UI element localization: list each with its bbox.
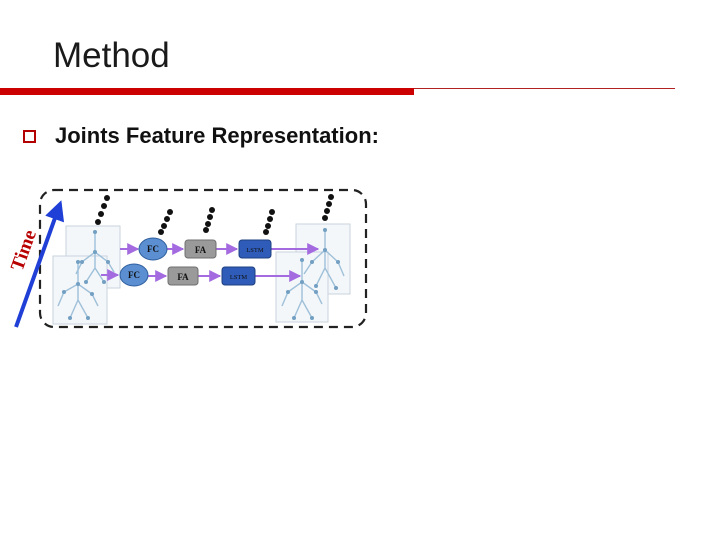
row-2-fc-label: FC [128,270,140,280]
slide-title: Method [53,36,170,75]
title-underline-red [0,88,414,95]
bullet-text: Joints Feature Representation: [55,123,379,148]
time-arrow [14,200,65,328]
row-1-lstm-node [238,239,272,259]
row-1-fc-node [138,237,168,261]
row-1-fa-node [184,239,217,259]
title-underline-thin [414,88,675,89]
row-1-lstm-label: LSTM [246,247,264,254]
left-skeleton-frames [52,225,121,325]
row-2-fa-label: FA [177,272,189,282]
bullet-item: Joints Feature Representation: [23,123,379,149]
ellipsis-dots [95,194,334,235]
row-2-fa-node [167,266,199,286]
row-2-lstm-label: LSTM [230,274,248,281]
row-1-flow: FC FA LSTM [120,237,320,261]
row-2-lstm-node [221,266,256,286]
square-bullet-icon [23,129,36,143]
joints-feature-diagram: Time [7,188,368,329]
row-1-fc-label: FC [147,244,159,254]
right-skeleton-frames [275,223,351,323]
row-2-flow: FC FA LSTM [101,263,302,287]
row-2-fc-node [119,263,149,287]
row-1-fa-label: FA [195,245,207,255]
